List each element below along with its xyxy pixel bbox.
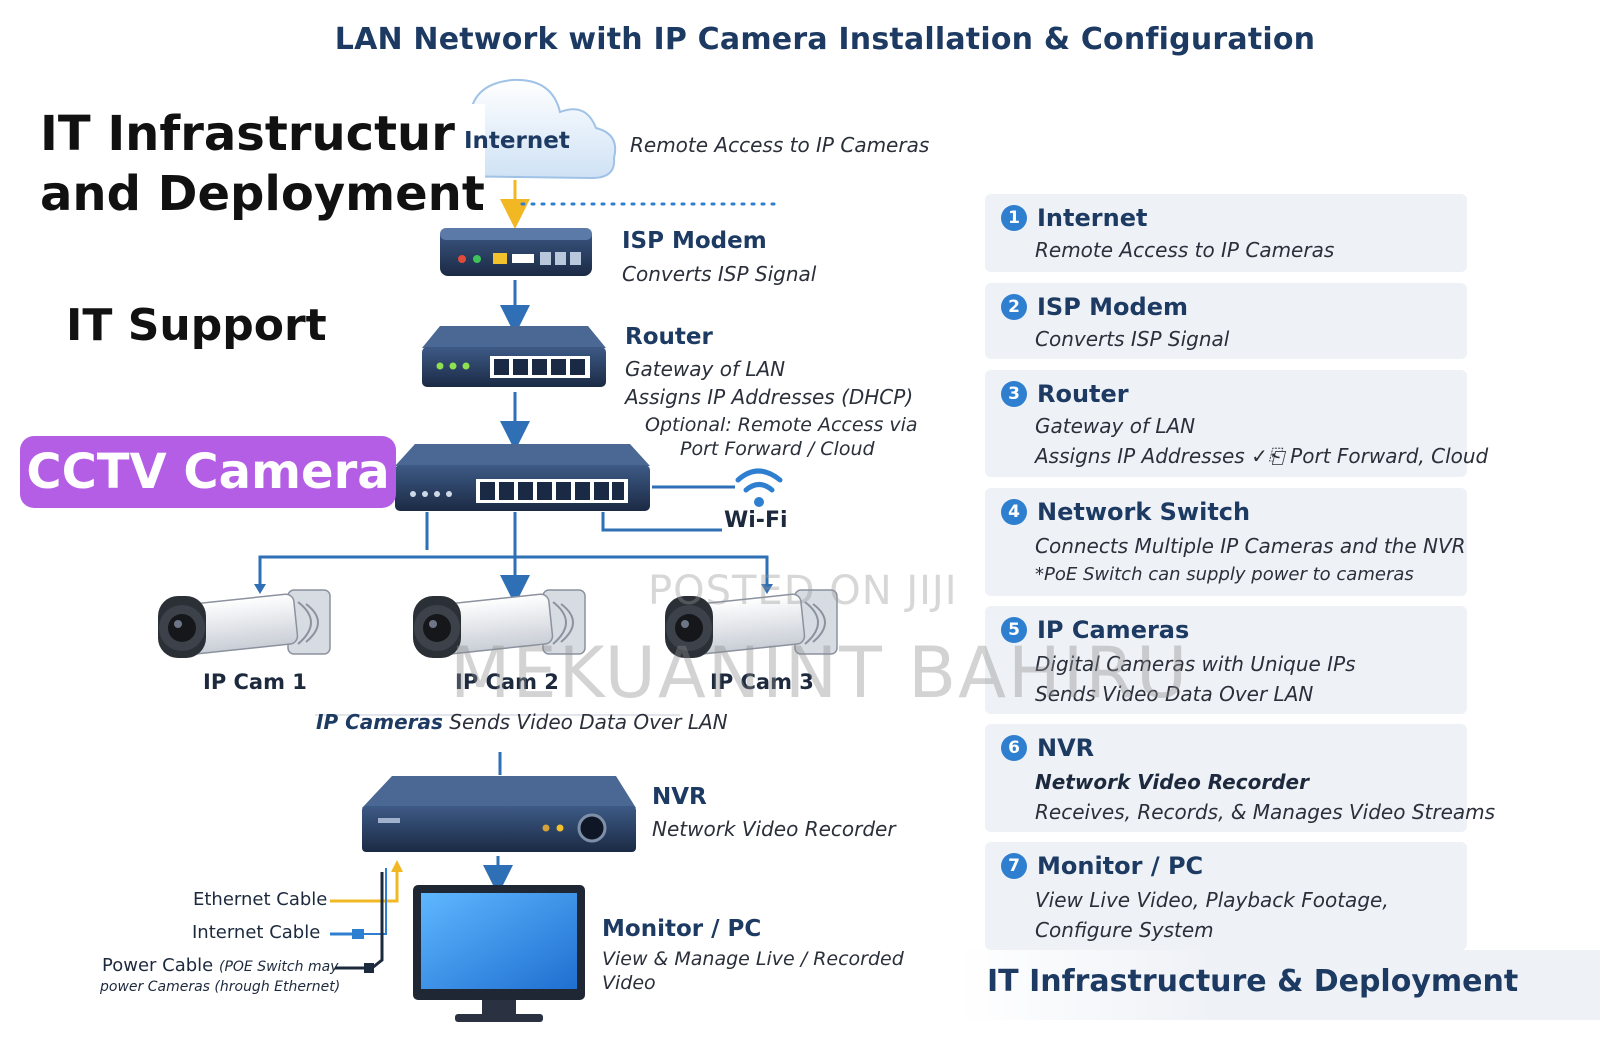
- step-number-badge: 3: [1001, 381, 1027, 407]
- panel-title: ISP Modem: [1037, 293, 1188, 321]
- ip-camera-1-icon: [158, 589, 331, 658]
- panel-title: Network Switch: [1037, 498, 1251, 526]
- ip-cam-3-label: IP Cam 3: [710, 670, 814, 694]
- panel-line: Assigns IP Addresses ✓⎗ Port Forward, Cl…: [1035, 444, 1489, 468]
- ip-camera-3-icon: [665, 589, 838, 658]
- step-number-badge: 2: [1001, 294, 1027, 320]
- ip-camera-2-icon: [413, 589, 586, 658]
- internet-remote-desc: Remote Access to IP Cameras: [630, 133, 930, 157]
- cctv-camera-badge: CCTV Camera: [20, 436, 396, 508]
- cameras-caption-rest: Sends Video Data Over LAN: [442, 710, 728, 734]
- modem-title: ISP Modem: [622, 228, 767, 254]
- panel-router: 3 Router Gateway of LAN Assigns IP Addres…: [985, 370, 1488, 477]
- footer-bar: IT Infrastructure & Deployment: [960, 950, 1600, 1020]
- panel-line: Remote Access to IP Cameras: [1035, 238, 1335, 262]
- isp-modem-icon: [440, 228, 592, 276]
- panel-line: Digital Cameras with Unique IPs: [1035, 652, 1356, 676]
- panel-title: Router: [1037, 380, 1129, 408]
- internet-cloud-label: Internet: [464, 128, 570, 154]
- router-optional-2: Port Forward / Cloud: [680, 438, 875, 460]
- step-number-badge: 7: [1001, 853, 1027, 879]
- panel-nvr: 6 NVR Network Video Recorder Receives, Re…: [985, 724, 1495, 832]
- panel-line: Connects Multiple IP Cameras and the NVR: [1035, 534, 1466, 558]
- ip-cam-1-label: IP Cam 1: [203, 670, 307, 694]
- panel-line: Configure System: [1035, 918, 1214, 942]
- left-heading-line2: and Deployment: [40, 166, 485, 222]
- legend-power-note-2: power Cameras (hrough Ethernet): [100, 979, 341, 995]
- legend-internet-label: Internet Cable: [192, 922, 321, 943]
- panel-ip-cameras: 5 IP Cameras Digital Cameras with Unique …: [985, 606, 1467, 714]
- panel-line: Sends Video Data Over LAN: [1035, 682, 1314, 706]
- panel-internet: 1 Internet Remote Access to IP Cameras: [985, 194, 1467, 272]
- watermark-line-1: POSTED ON JIJI: [648, 568, 958, 614]
- cameras-caption-bold: IP Cameras: [316, 710, 443, 734]
- monitor-title: Monitor / PC: [602, 916, 762, 942]
- left-heading: IT Infrastructur and Deployment: [40, 104, 485, 224]
- legend-ethernet-label: Ethernet Cable: [193, 889, 328, 910]
- legend-power-label: Power Cable (POE Switch may: [102, 955, 338, 976]
- panel-isp-modem: 2 ISP Modem Converts ISP Signal: [985, 283, 1467, 359]
- panel-line: Converts ISP Signal: [1035, 327, 1230, 351]
- wifi-icon: [735, 468, 783, 507]
- panel-title: Monitor / PC: [1037, 852, 1204, 880]
- panel-title: IP Cameras: [1037, 616, 1190, 644]
- panel-title: Internet: [1037, 204, 1148, 232]
- left-heading-line1: IT Infrastructur: [40, 106, 455, 162]
- nvr-icon: [362, 776, 636, 852]
- monitor-pc-icon: [413, 885, 585, 1022]
- legend-power-note: (POE Switch may: [218, 959, 339, 975]
- monitor-desc-2: Video: [602, 972, 656, 994]
- panel-line: Gateway of LAN: [1035, 414, 1196, 438]
- panel-network-switch: 4 Network Switch Connects Multiple IP Cam…: [985, 488, 1467, 596]
- panel-line: Receives, Records, & Manages Video Strea…: [1035, 800, 1496, 824]
- cameras-caption: IP Cameras Sends Video Data Over LAN: [316, 710, 728, 734]
- panel-title: NVR: [1037, 734, 1095, 762]
- step-number-badge: 5: [1001, 617, 1027, 643]
- wifi-label: Wi-Fi: [724, 508, 788, 533]
- network-switch-icon: [395, 444, 650, 511]
- cable-legend: [330, 860, 403, 973]
- router-title: Router: [625, 324, 713, 350]
- modem-desc: Converts ISP Signal: [622, 262, 817, 286]
- footer-title: IT Infrastructure & Deployment: [987, 964, 1519, 999]
- watermark-line-2: MEKUANINT BAHIRU: [450, 632, 1190, 714]
- nvr-title: NVR: [652, 784, 707, 810]
- step-number-badge: 6: [1001, 735, 1027, 761]
- step-number-badge: 4: [1001, 499, 1027, 525]
- monitor-desc-1: View & Manage Live / Recorded: [602, 948, 904, 970]
- legend-power-text: Power Cable: [102, 955, 214, 976]
- step-number-badge: 1: [1001, 205, 1027, 231]
- router-desc-2: Assigns IP Addresses (DHCP): [625, 385, 914, 409]
- page-title: LAN Network with IP Camera Installation …: [334, 22, 1316, 57]
- router-icon: [422, 326, 606, 387]
- panel-monitor-pc: 7 Monitor / PC View Live Video, Playback …: [985, 842, 1467, 950]
- router-optional-1: Optional: Remote Access via: [645, 414, 918, 436]
- panel-line: *PoE Switch can supply power to cameras: [1035, 564, 1414, 585]
- switch-wifi-branch: [601, 512, 722, 532]
- nvr-desc: Network Video Recorder: [652, 817, 896, 841]
- router-desc-1: Gateway of LAN: [625, 357, 786, 381]
- panel-line: Network Video Recorder: [1035, 770, 1309, 794]
- panel-line: View Live Video, Playback Footage,: [1035, 888, 1389, 912]
- switch-to-cameras-lines: [254, 512, 773, 605]
- it-support-label: IT Support: [66, 300, 327, 351]
- ip-cam-2-label: IP Cam 2: [455, 670, 559, 694]
